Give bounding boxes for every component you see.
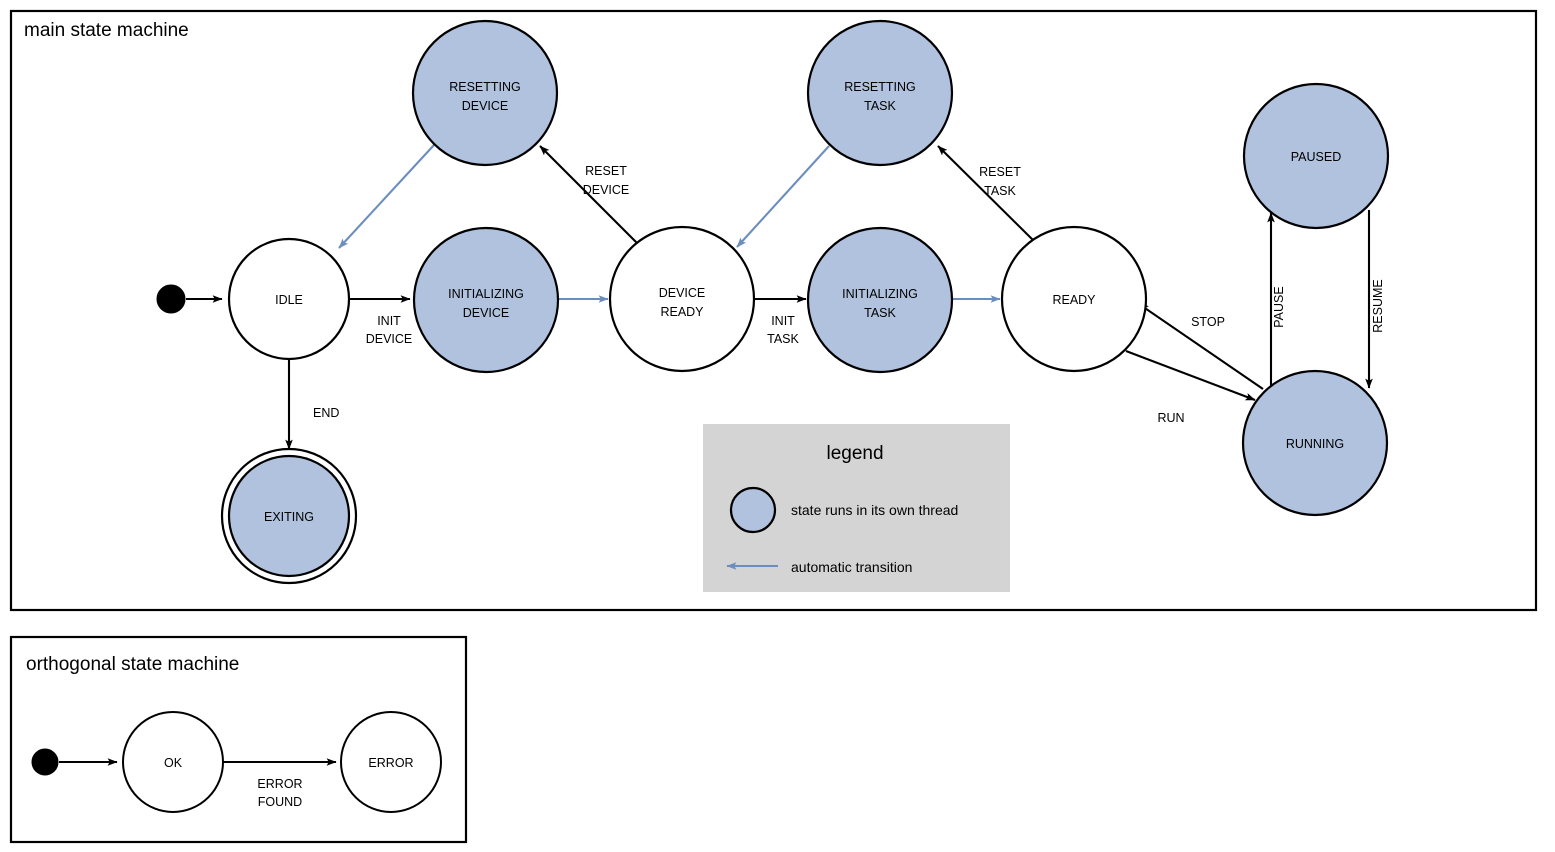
state-initializing-task-circle[interactable] [806,226,954,374]
state-initializing-device-circle[interactable] [412,226,560,374]
state-idle-label: IDLE [275,293,303,307]
edge-label-resume: RESUME [1371,279,1385,332]
edge-label-error-found-line2: FOUND [258,795,302,809]
edge-label-reset-task-line2: TASK [984,184,1016,198]
orthogonal-frame-title: orthogonal state machine [26,654,239,675]
state-device-ready[interactable]: DEVICE READY [608,225,756,373]
state-error[interactable]: ERROR [340,711,442,813]
state-running-label: RUNNING [1286,437,1344,451]
state-error-label: ERROR [368,756,413,770]
edge-label-init-device-line1: INIT [377,314,401,328]
main-frame-border [9,9,1538,612]
edge-label-init-task-line1: INIT [771,314,795,328]
transition-resetting-task-to-device-ready [736,145,830,248]
state-exiting-outer-ring [220,447,358,585]
state-initializing-task[interactable]: INITIALIZING TASK [806,226,954,374]
start-node-orthogonal [31,748,59,776]
main-state-machine-frame: main state machine [9,9,1538,612]
transition-ready-to-resetting-task [937,145,1037,244]
start-node-main [156,284,186,314]
state-resetting-task-label-line1: RESETTING [844,80,916,94]
state-paused-label: PAUSED [1291,150,1341,164]
main-frame-title: main state machine [24,20,189,41]
transition-device-ready-to-resetting-device [539,145,641,247]
edge-label-run: RUN [1157,411,1184,425]
edge-label-error-found-line1: ERROR [257,777,302,791]
legend-thread-state-icon [729,486,777,534]
state-initializing-task-label-line1: INITIALIZING [842,287,918,301]
edge-label-pause: PAUSE [1272,286,1286,327]
edge-label-end: END [313,406,339,420]
edge-label-reset-task-line1: RESET [979,165,1021,179]
transition-resetting-device-to-idle [338,144,435,249]
orthogonal-state-machine-frame: orthogonal state machine OK ERROR FOUND … [9,635,468,844]
state-ready-label: READY [1052,293,1096,307]
state-ok-label: OK [164,756,183,770]
state-ready-circle[interactable] [1000,225,1148,373]
state-error-circle[interactable] [340,711,442,813]
state-ok[interactable]: OK [122,711,224,813]
edge-label-init-device-line2: DEVICE [366,332,413,346]
state-exiting[interactable]: EXITING [220,447,358,585]
state-running[interactable]: RUNNING [1241,369,1389,517]
state-resetting-task[interactable]: RESETTING TASK [806,19,954,167]
state-ready[interactable]: READY [1000,225,1148,373]
state-paused-circle[interactable] [1242,82,1390,230]
edge-label-reset-device-line2: DEVICE [583,183,630,197]
state-resetting-task-label-line2: TASK [864,99,896,113]
state-initializing-device[interactable]: INITIALIZING DEVICE [412,226,560,374]
state-exiting-label: EXITING [264,510,314,524]
state-resetting-device[interactable]: RESETTING DEVICE [411,19,559,167]
state-running-circle[interactable] [1241,369,1389,517]
legend: legend state runs in its own thread auto… [703,424,1010,592]
state-device-ready-label-line2: READY [660,305,704,319]
edge-label-init-task-line2: TASK [767,332,799,346]
state-paused[interactable]: PAUSED [1242,82,1390,230]
legend-title: legend [826,443,883,464]
state-resetting-task-circle[interactable] [806,19,954,167]
state-resetting-device-label-line2: DEVICE [462,99,509,113]
state-device-ready-label-line1: DEVICE [659,286,706,300]
edge-label-stop: STOP [1191,315,1225,329]
state-initializing-task-label-line2: TASK [864,306,896,320]
state-idle-circle[interactable] [227,237,351,361]
state-resetting-device-label-line1: RESETTING [449,80,521,94]
state-initializing-device-label-line1: INITIALIZING [448,287,524,301]
state-exiting-circle[interactable] [227,454,351,578]
state-initializing-device-label-line2: DEVICE [463,306,510,320]
state-idle[interactable]: IDLE [227,237,351,361]
legend-item-thread-label: state runs in its own thread [791,502,958,518]
transition-running-to-ready [1138,303,1264,390]
legend-item-auto-label: automatic transition [791,559,912,575]
edge-label-reset-device-line1: RESET [585,164,627,178]
orthogonal-frame-border [9,635,468,844]
state-device-ready-circle[interactable] [608,225,756,373]
state-resetting-device-circle[interactable] [411,19,559,167]
states-layer: IDLE RESETTING DEVICE INITIALIZING DEVIC… [156,19,1390,585]
transitions-layer: INIT DEVICE RESET DEVICE END INIT TASK R… [186,144,1385,450]
transition-ready-to-running [1125,350,1256,401]
